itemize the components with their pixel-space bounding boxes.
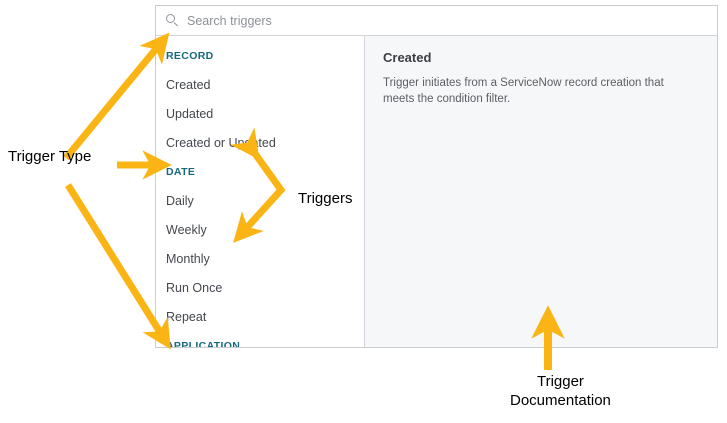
group-header-record: RECORD [166,50,214,62]
trigger-documentation-pane: Created Trigger initiates from a Service… [365,36,717,347]
documentation-body: Trigger initiates from a ServiceNow reco… [383,77,664,105]
trigger-item-weekly[interactable]: Weekly [166,223,207,237]
trigger-item-monthly[interactable]: Monthly [166,252,210,266]
trigger-item-run-once[interactable]: Run Once [166,281,223,295]
trigger-list[interactable]: RECORD Created Updated Created or Update… [156,36,365,347]
trigger-item-created-or-updated[interactable]: Created or Updated [166,136,276,150]
search-bar[interactable] [156,6,717,36]
documentation-title: Created [383,50,432,65]
annotation-label-trigger-documentation: Trigger Documentation [510,372,611,410]
search-input[interactable] [187,13,587,28]
arrow-trigger-type-to-record [63,32,170,161]
trigger-item-updated[interactable]: Updated [166,107,214,121]
arrow-trigger-type-to-application [65,183,171,350]
search-icon [166,14,179,27]
group-header-date: DATE [166,166,196,178]
annotation-label-trigger-documentation-line2: Documentation [510,392,611,409]
panel-body: RECORD Created Updated Created or Update… [156,36,717,347]
annotation-label-trigger-documentation-line1: Trigger [536,373,584,390]
trigger-item-daily[interactable]: Daily [166,194,194,208]
group-header-application: APPLICATION [166,340,241,347]
trigger-picker-panel: RECORD Created Updated Created or Update… [155,5,718,348]
trigger-item-created[interactable]: Created [166,78,211,92]
annotation-label-trigger-type: Trigger Type [8,148,92,165]
trigger-item-repeat[interactable]: Repeat [166,310,207,324]
annotation-label-triggers: Triggers [298,190,353,207]
